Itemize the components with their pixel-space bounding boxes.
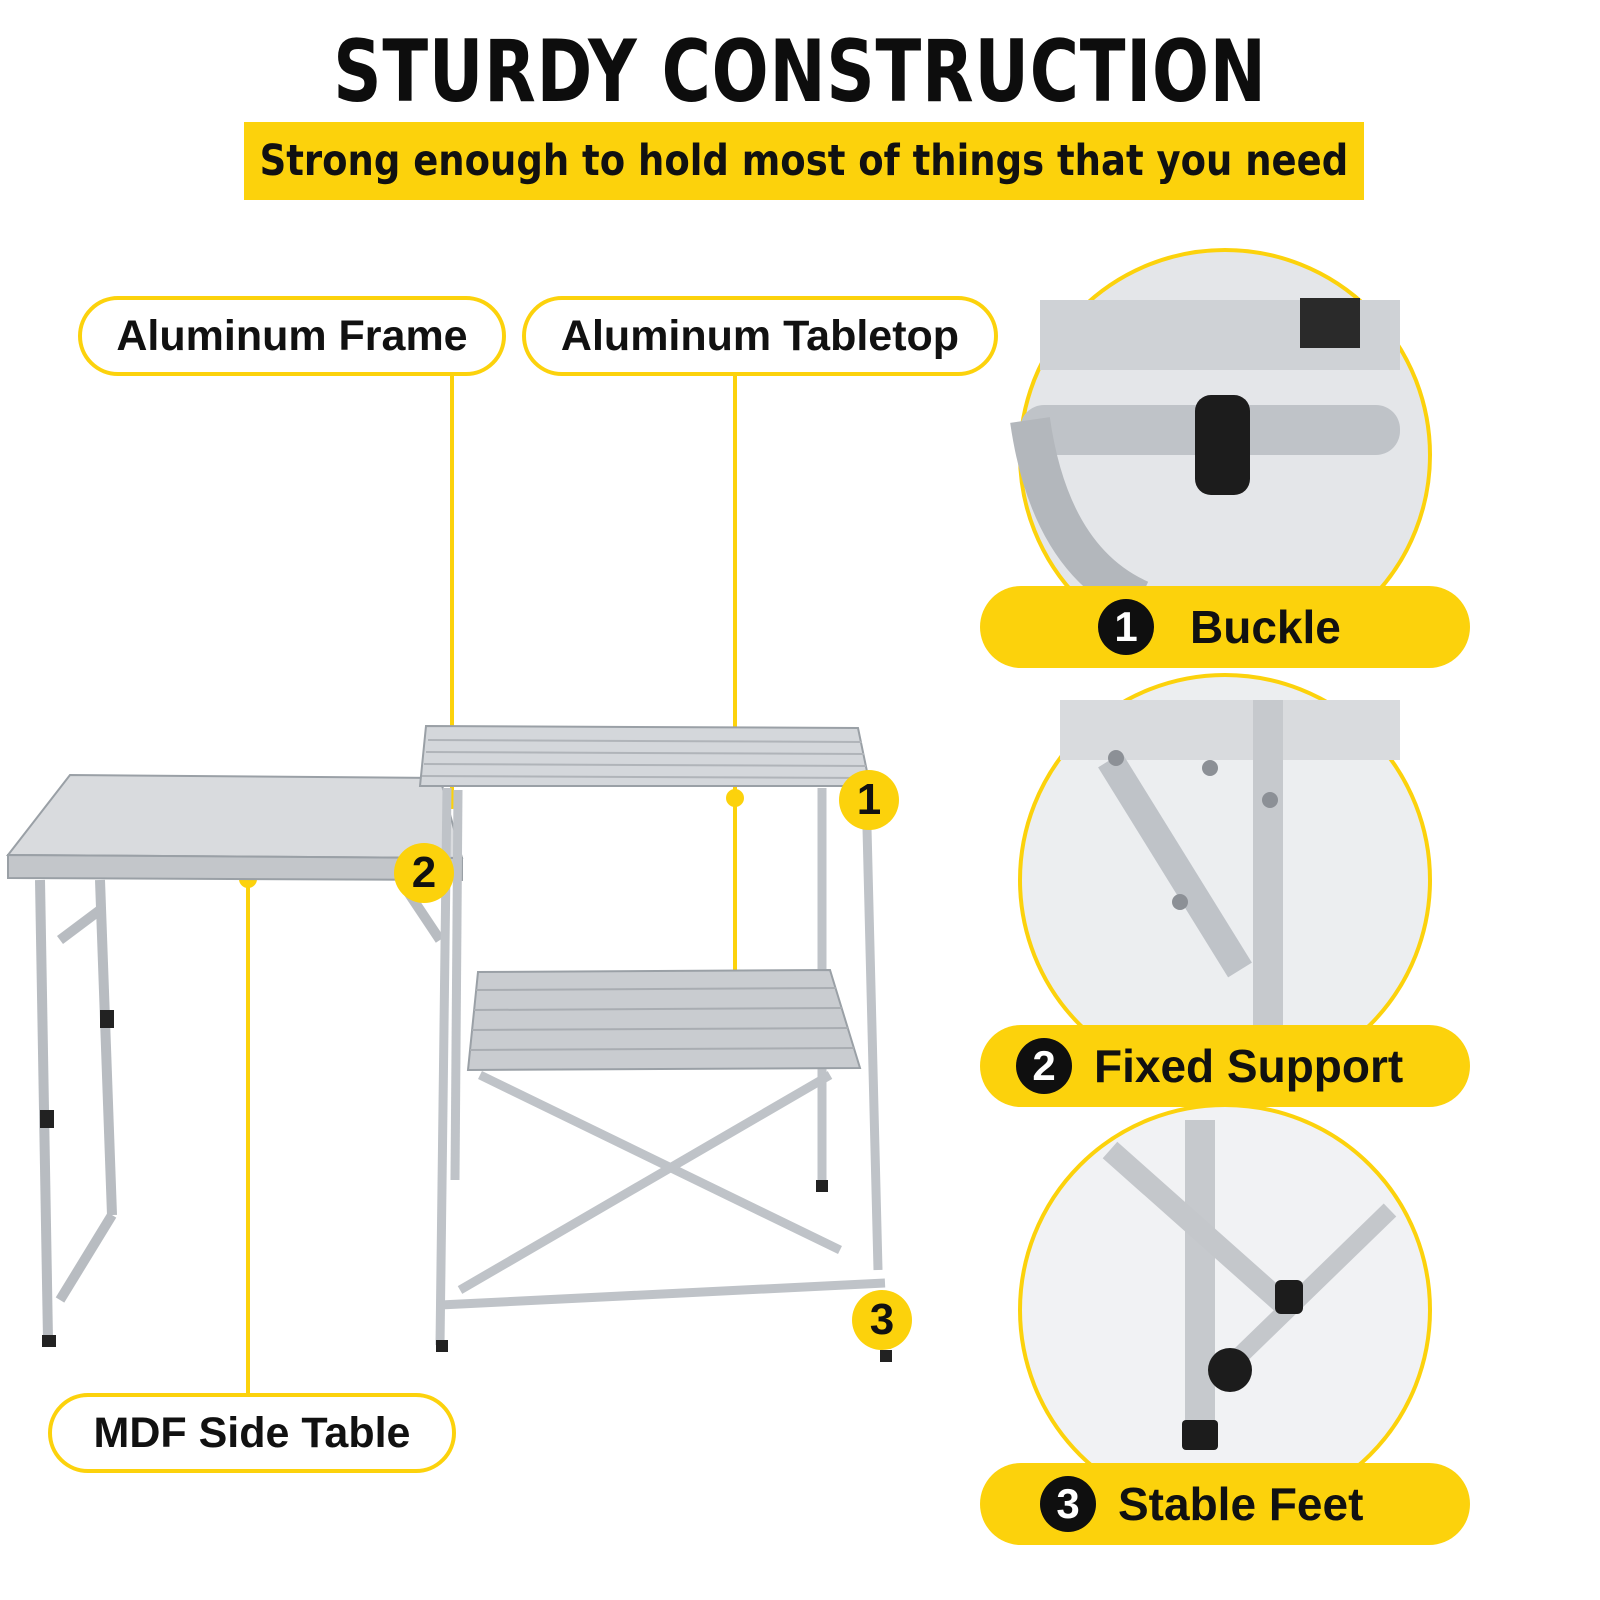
subtitle-text: Strong enough to hold most of things tha… xyxy=(259,136,1349,186)
detail-number-3: 3 xyxy=(1040,1476,1096,1532)
aluminum-tabletop-text: Aluminum Tabletop xyxy=(560,311,960,360)
detail-label-buckle: Buckle xyxy=(1190,601,1341,653)
aluminum-tabletop-label: Aluminum Tabletop xyxy=(522,296,998,376)
detail-label-stable-feet: Stable Feet xyxy=(1118,1478,1364,1530)
detail-number-1: 1 xyxy=(1098,599,1154,655)
detail-label-fixed-support: Fixed Support xyxy=(1094,1040,1404,1092)
stable-feet-detail-pill: 3 Stable Feet xyxy=(980,1463,1470,1545)
callout-2: 2 xyxy=(394,843,454,903)
detail-number-2: 2 xyxy=(1016,1038,1072,1094)
page-title: STURDY CONSTRUCTION xyxy=(333,22,1267,122)
aluminum-frame-text: Aluminum Frame xyxy=(116,311,468,360)
leader-lines xyxy=(239,370,744,1398)
mdf-side-table-text: MDF Side Table xyxy=(93,1408,411,1457)
stable-feet-detail-image xyxy=(1018,1103,1432,1517)
fixed-support-detail-pill: 2 Fixed Support xyxy=(980,1025,1470,1107)
subtitle-banner: Strong enough to hold most of things tha… xyxy=(244,122,1364,200)
aluminum-frame-label: Aluminum Frame xyxy=(78,296,506,376)
side-table xyxy=(5,773,464,1347)
mdf-side-table-label: MDF Side Table xyxy=(48,1393,456,1473)
fixed-support-detail-image xyxy=(1018,673,1432,1087)
callout-1: 1 xyxy=(839,770,899,830)
buckle-detail-pill: 1 Buckle xyxy=(980,586,1470,668)
buckle-detail-image xyxy=(1010,248,1432,662)
main-table xyxy=(418,724,892,1362)
callout-3: 3 xyxy=(852,1290,912,1350)
